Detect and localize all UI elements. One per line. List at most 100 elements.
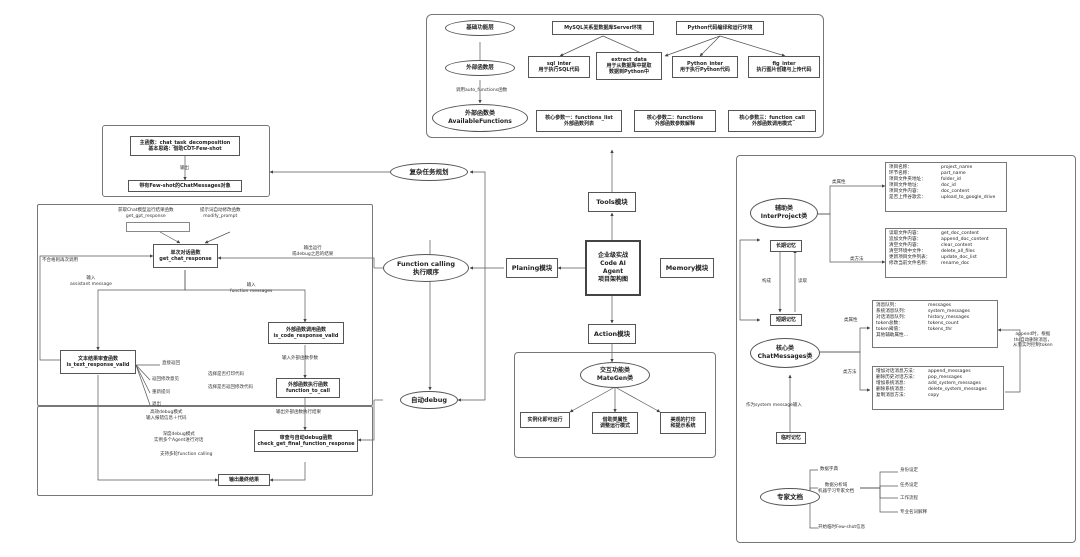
sql-inter-desc: 用于执行SQL代码 [538,67,580,73]
interproject-method-row: 追加文件内容： append_doc_content [889,237,1003,243]
chatmessages-method-row: 增加对话消息方法：append_messages [876,369,1000,375]
python-inter-desc: 用于执行Python代码 [680,67,730,73]
long-memory-label: 长期记忆 [775,243,796,249]
core-title: 核心类 [775,345,794,352]
role-terms: 专业名词解释 [900,510,927,515]
interproject-method-key: 修改当前文件名称： [889,261,931,266]
fewshot-label: 带有Few-shot的ChatMessages对象 [139,183,231,189]
review-name: 审查与自动debug函数 [279,435,333,441]
interproject-attr-row: 项目名称：project_name [889,165,1003,171]
chatmessages-attr-value [928,333,994,339]
interproject-method-value: get_doc_content [941,231,979,236]
ext-valid-name: 外部函数调用函数 [285,327,326,333]
role-task: 任务设定 [900,483,918,488]
auto-debug-label: 自动debug [411,396,447,404]
single-name: 单次对话函数 [170,250,201,256]
complex-task-oval: 复杂任务规划 [390,163,468,181]
interproject-attr-row: 项目文件地址： doc_id [889,183,1003,189]
auto-debug-oval: 自动debug [400,391,458,409]
append-note-1: append时，根据 [1015,332,1051,337]
interproject-method-row: 清空文件内容：clear_content [889,243,1003,249]
fig-inter-name: fig_inter [772,61,796,67]
chatmessages-attr-value: system_messages [928,309,970,314]
interproject-method-key: 清空文件内容： [889,243,922,248]
high-debug-1: 高效debug模式 [150,410,183,415]
extract-data-name: extract_data [611,57,647,63]
attr1-label: 类属性 [832,180,846,185]
extract-data-desc-1: 用于从数据库中提取 [606,63,652,69]
long-memory-box: 长期记忆 [770,240,802,252]
chatmessages-method-key: 复制消息方法： [876,393,909,398]
center-title-1: 企业级实战 [597,252,628,259]
memory-frame [736,155,1076,543]
deep-debug-label: 深度debug模式实例多个Agent进行对话 [154,432,203,443]
interproject-method-key: 清空环境中文件： [889,249,926,254]
interproject-method-value: append_doc_content [941,237,989,242]
interproject-method-row: 读取文件内容： get_doc_content [889,231,1003,237]
chatmessages-attr-value: history_messages [928,315,970,320]
multi-fc-label: 支持多轮function calling [160,452,213,457]
python-env-box: Python代码编译和运行环境 [676,21,764,35]
interproject-method-row: 更新项目文件列表：update_doc_list [889,255,1003,261]
action-print-1: 美观的打印 [670,417,696,423]
read-label: 读取 [798,279,807,284]
interproject-attr-value: part_name [941,171,966,176]
chatmessages-attr-key: token总数： [876,321,903,326]
high-debug-2: 输入报错信息＋代码 [146,415,187,421]
action-module-label: Action模块 [593,330,631,338]
debug-frame [37,406,373,496]
interproject-method-value: update_doc_list [941,255,977,260]
task-planning-frame [102,125,270,197]
deep-debug-2: 实例多个Agent进行对话 [154,437,204,443]
opt-return-advice: 返回修改意见 [152,377,179,382]
mategen-title: 交互功能类 [599,367,630,374]
chatmessages-method-value: add_system_messages [928,381,981,386]
ml-doc-label: 数据分析域机器学习专家文档 [818,483,854,494]
memory-module-label: Memory模块 [665,264,709,272]
role-identity: 身份设定 [900,468,918,473]
interproject-method-value: rename_doc [941,261,970,266]
chatmessages-attr-key: 系统消息队列： [876,309,909,314]
interproject-method-row: 修改当前文件名称： rename_doc [889,261,1003,267]
high-debug-label: 高效debug模式输入报错信息＋代码 [146,410,187,421]
opt-direct-return: 直接返回 [162,361,180,366]
interproject-attr-key: 项目文件地址： [889,183,922,188]
param1-desc: 外部函数列表 [563,121,594,127]
complex-task-label: 复杂任务规划 [409,168,449,176]
action-print-box: 美观的打印和提示系统 [660,412,706,434]
interproject-method-key: 追加文件内容： [889,237,922,242]
interproject-method-key: 读取文件内容： [889,231,922,236]
interproject-attr-value: doc_id [941,183,956,188]
extract-data-desc-2: 数据到Python中 [609,69,649,75]
interproject-attr-row: 环节名称：part_name [889,171,1003,177]
opt-exit: 退出 [152,402,161,407]
mategen-class: MateGen类 [596,375,634,382]
interproject-attr-value: doc_content [941,189,970,194]
chatmessages-attr-key: 其他辅助属性… [876,333,909,338]
action-print-2: 和提示系统 [670,423,696,429]
chatmessages-method-row: 增加系统消息：add_system_messages [876,381,1000,387]
chatmessages-attr-key: 对话消息队列： [876,315,909,320]
chatmessages-attr-row: token阈值：tokens_thr [876,327,994,333]
chatmessages-method-key: 删除历史对话方法： [876,375,918,380]
ext-valid-func: is_code_response_valid [273,333,339,339]
ext-exec-func: function_to_call [286,388,330,394]
chatmessages-method-value: delete_system_messages [928,387,987,392]
mysql-box: MySQL关系型数据库Server环境 [552,21,654,35]
chatmessages-attr-row: token总数：tokens_count [876,321,994,327]
